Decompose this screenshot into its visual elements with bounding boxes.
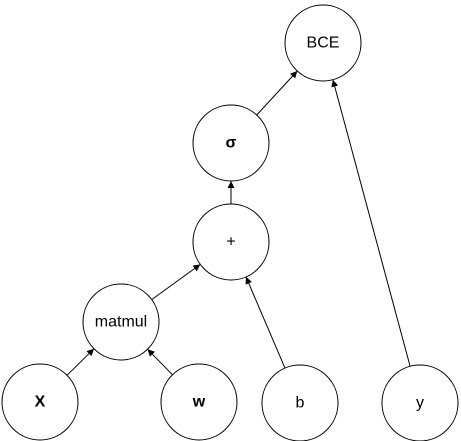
node-x-circle — [1, 363, 79, 441]
node-bce: BCE — [284, 4, 362, 82]
node-b-circle — [261, 364, 339, 441]
node-matmul-circle — [82, 283, 160, 361]
node-y-label: y — [416, 395, 424, 412]
node-x: X — [1, 363, 79, 441]
edge-w-to-matmul — [147, 348, 173, 376]
node-matmul-label: matmul — [95, 314, 147, 331]
node-matmul: matmul — [82, 283, 160, 361]
node-x-label: X — [35, 394, 46, 411]
node-w-label: w — [192, 394, 206, 411]
node-b: b — [261, 364, 339, 441]
node-sigma-label: σ — [226, 135, 237, 152]
node-y-circle — [381, 364, 459, 441]
edge-x-to-matmul — [66, 348, 95, 376]
node-sigma: σ — [192, 104, 270, 182]
node-sigma-circle — [192, 104, 270, 182]
node-plus-circle — [192, 203, 270, 281]
node-bce-circle — [284, 4, 362, 82]
edge-matmul-to-plus — [151, 263, 201, 301]
node-plus: + — [192, 203, 270, 281]
node-plus-label: + — [226, 234, 235, 251]
edges — [66, 70, 411, 376]
edge-y-to-bce — [331, 79, 411, 367]
node-w: w — [160, 363, 238, 441]
edge-b-to-plus — [245, 276, 286, 369]
node-y: y — [381, 364, 459, 441]
node-b-label: b — [296, 395, 305, 412]
node-w-circle — [160, 363, 238, 441]
edge-sigma-to-bce — [256, 70, 298, 116]
node-bce-label: BCE — [307, 35, 340, 52]
